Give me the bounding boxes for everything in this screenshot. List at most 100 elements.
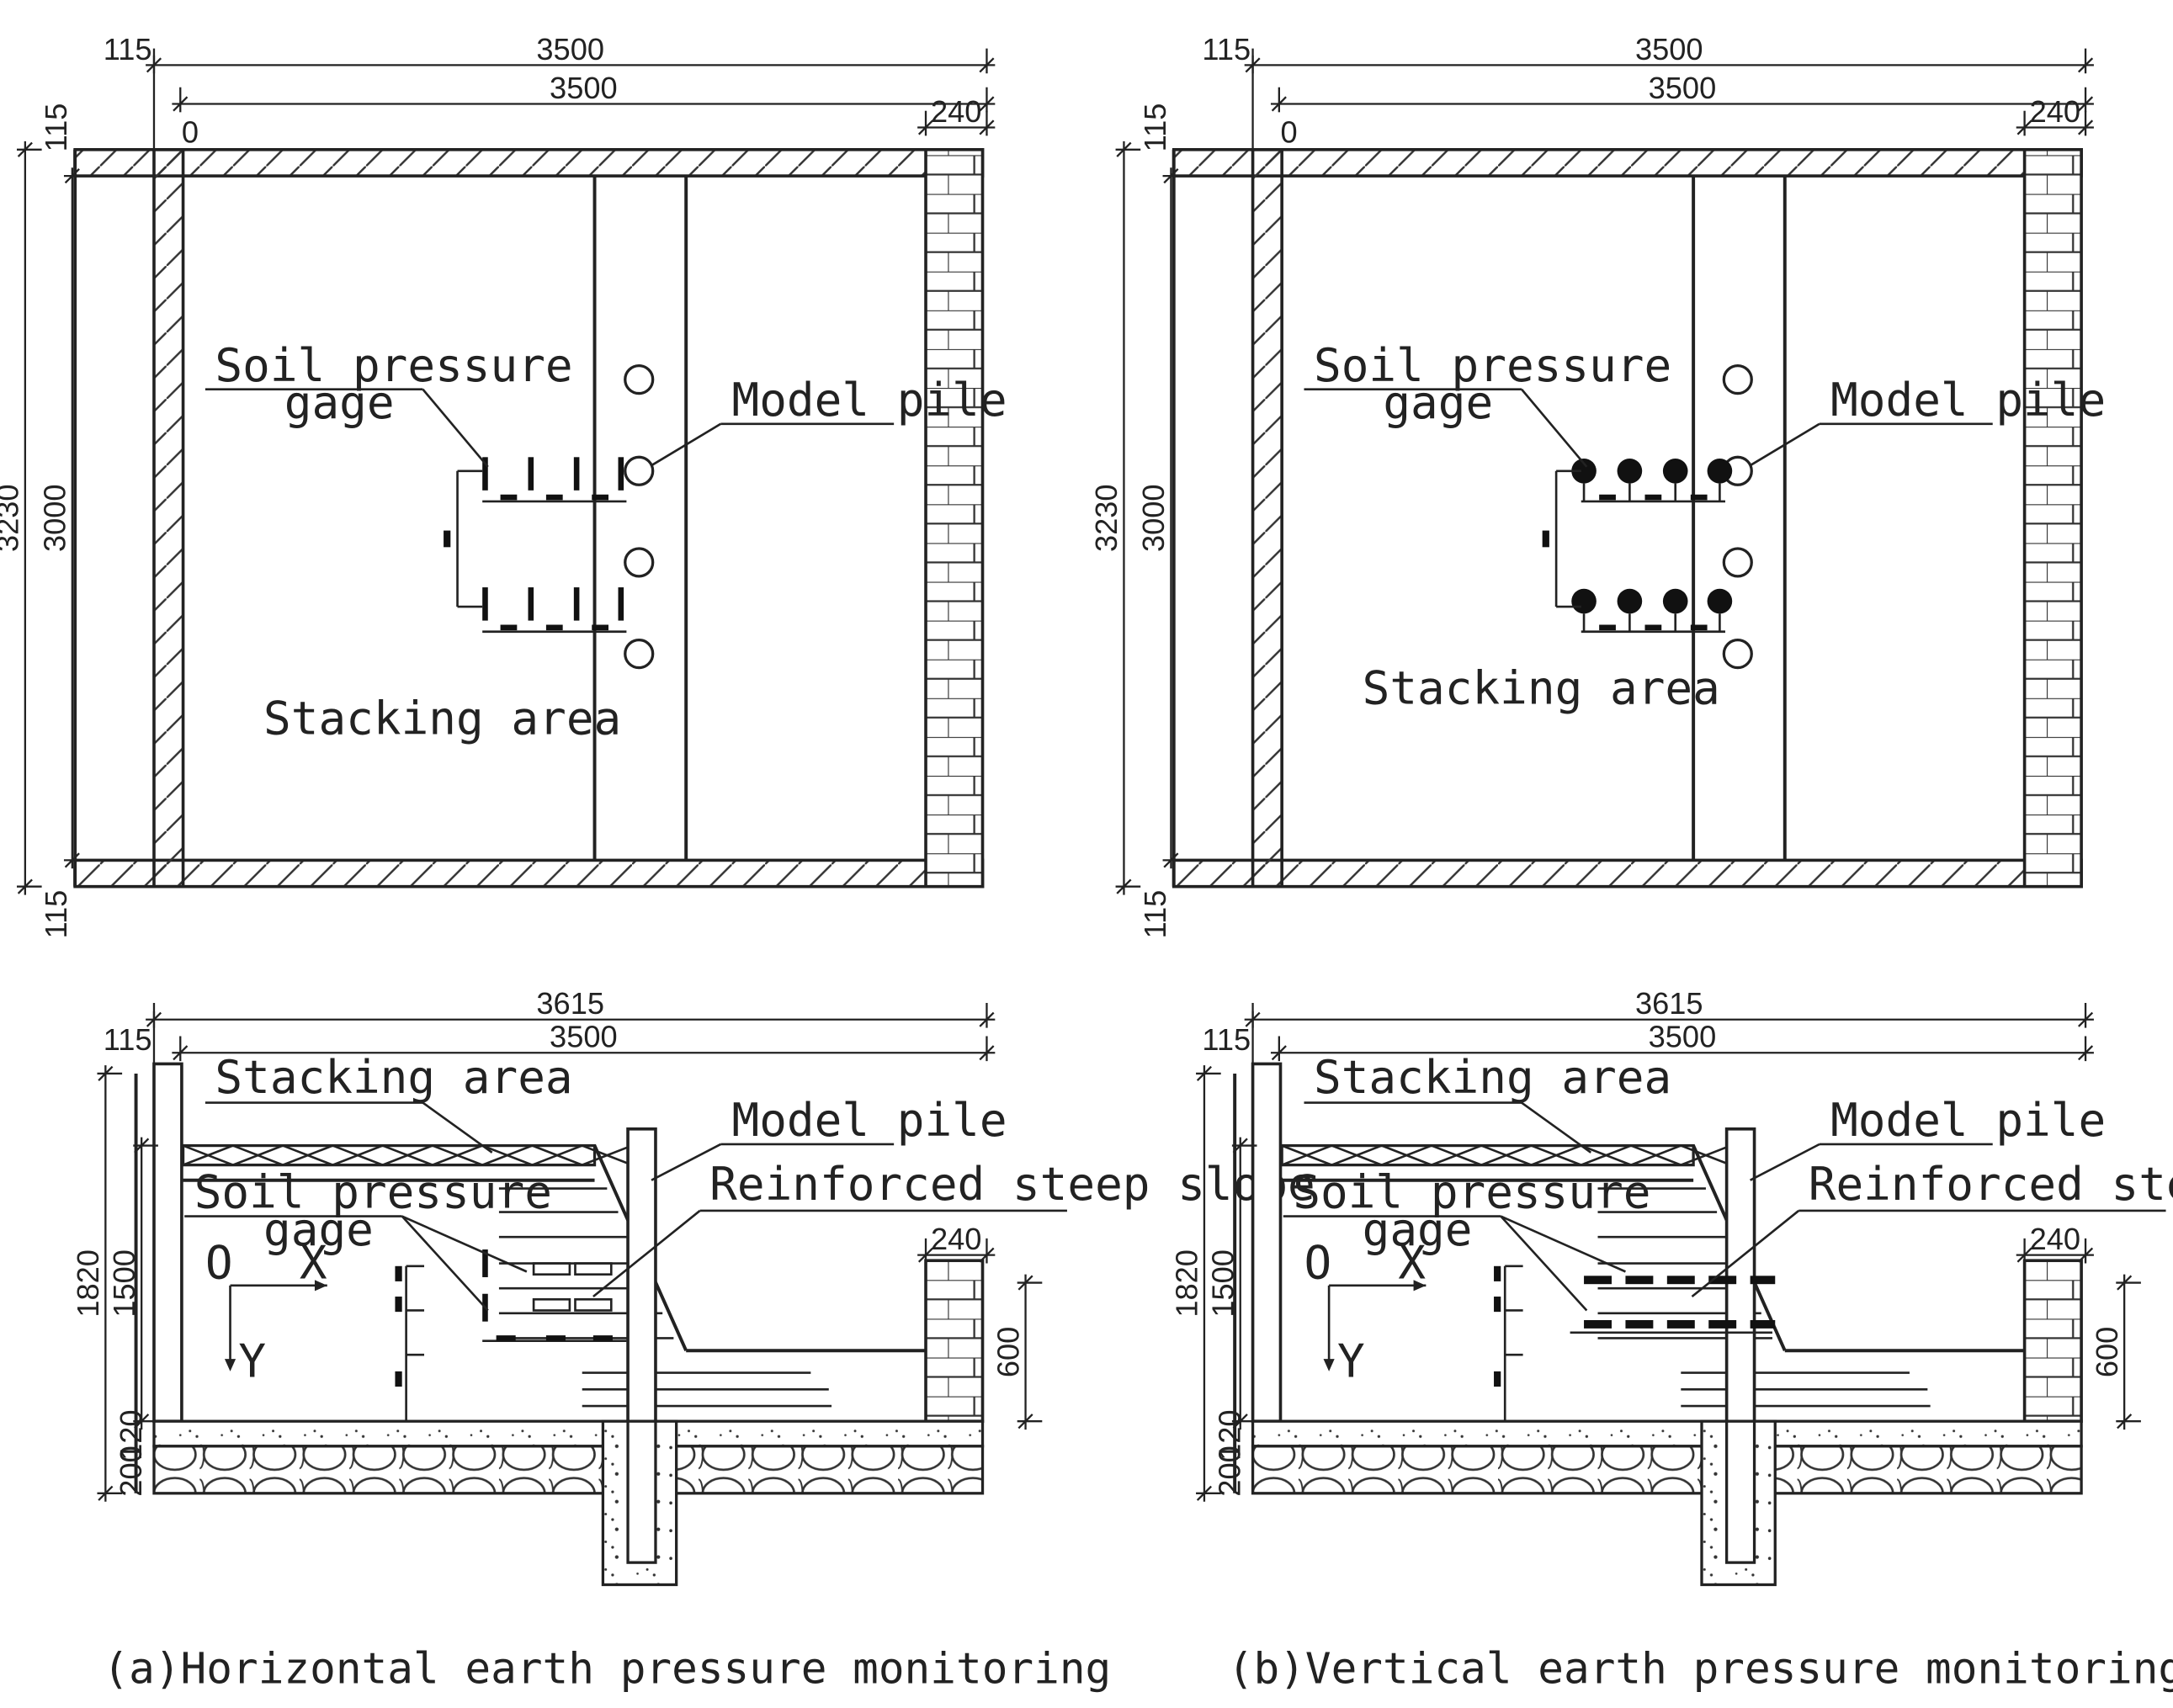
truss-member [332, 1144, 384, 1166]
sec-dim-height-total-value: 1820 [71, 1249, 105, 1318]
dimension-tick [1163, 168, 1179, 184]
dimension-tick [917, 119, 934, 135]
gage-spacing-mark [1690, 624, 1708, 631]
leader [651, 422, 722, 467]
leader [592, 1209, 701, 1298]
sec-label-pile: Model pile [1830, 1094, 2106, 1147]
plan-gage-vertical [1617, 458, 1643, 484]
dimension-tick [1232, 1138, 1248, 1154]
axis-y-label: Y [1337, 1335, 1365, 1388]
sec-dim-base: 200 [1213, 1445, 1247, 1496]
plan-gage-horizontal [482, 587, 488, 621]
plan-dim-top-wall: 115 [39, 103, 73, 152]
sec-gage-vertical [1708, 1276, 1737, 1285]
dimension-tick [98, 1065, 114, 1081]
truss-member [282, 1144, 333, 1166]
sec-label-slope: Reinforced steep slope [1809, 1158, 2173, 1211]
plan-dim-total-value: 3500 [536, 32, 604, 66]
sec-label-pile: Model pile [732, 1094, 1007, 1147]
plan-gage-vertical [1662, 458, 1688, 484]
truss-member [1680, 1144, 1732, 1166]
dimension-tick [917, 1247, 934, 1263]
sec-label-gage-2: gage [263, 1203, 374, 1256]
plan-gage-horizontal [618, 457, 624, 491]
gage-spacing-mark [1644, 494, 1662, 501]
sec-dim-left-wall: 115 [1202, 1022, 1251, 1057]
plan-model-pile [624, 455, 655, 486]
sec-gravel-base [152, 1445, 985, 1495]
sec-label-gage: Soil pressure [194, 1166, 552, 1219]
sec-dim-height-fill-value: 1500 [107, 1249, 141, 1318]
dimension-tick [979, 1247, 995, 1263]
axis-y-arrow [1323, 1359, 1335, 1371]
axis-origin-label: O [1304, 1237, 1331, 1290]
sec-pile-embedded [626, 1419, 657, 1564]
dimension-tick [1232, 1414, 1248, 1430]
plan-model-pile [624, 364, 655, 395]
sec-bracket-mark [395, 1297, 402, 1313]
panel-caption: (b)Vertical earth pressure monitoring [1228, 1644, 2173, 1694]
dimension-tick [1116, 141, 1132, 157]
truss-member [531, 1144, 583, 1166]
truss-member [183, 1144, 234, 1166]
truss-member [1581, 1144, 1632, 1166]
truss-member [1381, 1144, 1432, 1166]
axis-y-arrow [224, 1359, 236, 1371]
plan-left-wall [1251, 147, 1283, 888]
sec-gage-vertical [1625, 1320, 1654, 1329]
truss-member [1431, 1144, 1482, 1166]
dimension-tick [1017, 1414, 1033, 1430]
plan-gage-horizontal [573, 457, 580, 491]
axis-x-label: X [300, 1237, 327, 1290]
dimension-tick [17, 141, 33, 157]
sec-concrete-slab [1251, 1419, 2083, 1448]
sec-gage-frame [532, 1297, 571, 1312]
plan-gage-vertical [1571, 458, 1597, 484]
plan-left-wall [152, 147, 185, 888]
dimension-tick [979, 57, 995, 73]
axis-x-arrow [314, 1280, 327, 1292]
gage-bracket-mark [444, 530, 451, 548]
sec-right-brick-wall [2022, 1259, 2083, 1424]
sec-right-brick-wall [924, 1259, 985, 1424]
dimension-tick [2078, 96, 2094, 112]
plan-origin-mark: 0 [1280, 115, 1297, 150]
dimension-tick [64, 168, 80, 184]
sec-pile-embedded [1724, 1419, 1756, 1564]
plan-gage-horizontal [528, 587, 534, 621]
plan-right-brick-wall [2022, 147, 2083, 888]
dimension-tick [1196, 1485, 1212, 1501]
gage-spacing-mark [592, 1335, 613, 1341]
plan-dim-inner-height-value: 3000 [1136, 484, 1171, 552]
leader [1500, 1215, 1626, 1273]
dimension-tick [2117, 1414, 2133, 1430]
truss-member [582, 1144, 633, 1166]
leader [401, 1215, 528, 1273]
dimension-tick [1196, 1065, 1212, 1081]
gage-spacing-mark [545, 494, 563, 501]
plan-dim-outer-height-value: 3230 [1089, 484, 1124, 552]
sec-stacking-load [1280, 1143, 1695, 1167]
dimension-tick [1116, 878, 1132, 894]
sec-gage-vertical [1584, 1320, 1612, 1329]
sec-label-gage-2: gage [1363, 1203, 1473, 1256]
sec-concrete-slab [152, 1419, 985, 1448]
sec-label-stacking: Stacking area [1314, 1051, 1671, 1104]
dimension-tick [134, 1414, 150, 1430]
plan-gage-horizontal [528, 457, 534, 491]
sec-left-wall [152, 1062, 183, 1424]
dimension-tick [979, 1011, 995, 1027]
sec-gage-vertical [1666, 1276, 1695, 1285]
sec-gage-frame [532, 1262, 571, 1276]
gage-spacing-mark [1690, 494, 1708, 501]
plan-dim-left-wall: 115 [104, 32, 152, 66]
plan-label-pile: Model pile [1830, 374, 2106, 427]
plan-label-gage: Soil pressure [215, 339, 572, 392]
dimension-tick [1271, 96, 1287, 112]
leader [1750, 1143, 1820, 1181]
plan-top-wall [1172, 147, 2083, 178]
sec-dim-base: 200 [114, 1445, 148, 1496]
sec-bracket-mark [1494, 1297, 1501, 1313]
